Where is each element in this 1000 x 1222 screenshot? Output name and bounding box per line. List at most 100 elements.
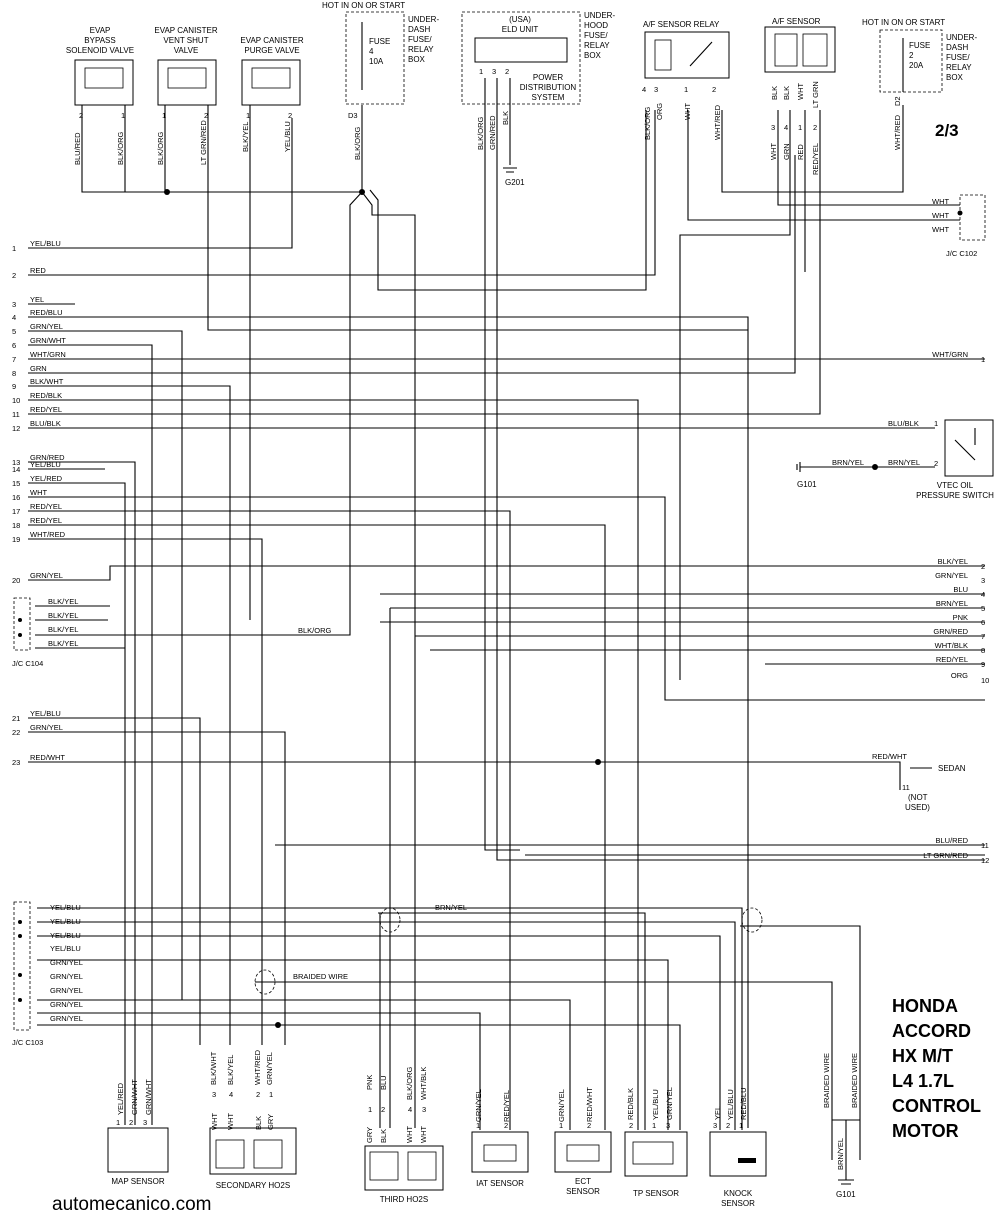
left-pin-number: 18 — [12, 521, 20, 530]
tp-sensor: 2 1 3 RED/BLK YEL/BLU GRN/YEL TP SENSOR — [624, 1087, 688, 1198]
svg-text:USED): USED) — [905, 803, 930, 812]
svg-text:3: 3 — [143, 1118, 147, 1127]
svg-text:GRN/YEL: GRN/YEL — [50, 1014, 83, 1023]
svg-text:KNOCK: KNOCK — [724, 1189, 753, 1198]
jc-c102: WHT WHT WHT J/C C102 — [932, 194, 986, 258]
fuse-4-box: HOT IN ON OR START UNDER- DASH FUSE/ REL… — [322, 1, 439, 160]
left-pin-wire-color: RED — [30, 266, 46, 275]
left-pin-number: 22 — [12, 728, 20, 737]
right-pin-number: 5 — [981, 604, 985, 613]
left-pin-wire-color: WHT — [30, 488, 47, 497]
svg-text:WHT/BLK: WHT/BLK — [419, 1067, 428, 1100]
svg-text:BLK/ORG: BLK/ORG — [643, 106, 652, 140]
svg-text:RED: RED — [796, 144, 805, 160]
svg-text:GRY: GRY — [365, 1127, 374, 1143]
svg-text:GRN/WHT: GRN/WHT — [130, 1079, 139, 1115]
iat-sensor: 1 2 GRN/YEL RED/YEL IAT SENSOR — [471, 1089, 529, 1188]
left-pin-wire-color: GRN/YEL — [30, 723, 63, 732]
svg-text:BRN/YEL: BRN/YEL — [435, 903, 467, 912]
svg-text:HX M/T: HX M/T — [892, 1046, 953, 1066]
svg-text:BLK/YEL: BLK/YEL — [48, 639, 78, 648]
svg-text:WHT: WHT — [683, 103, 692, 120]
svg-text:2: 2 — [79, 111, 83, 120]
svg-text:BLK/ORG: BLK/ORG — [116, 131, 125, 165]
svg-text:PNK: PNK — [365, 1075, 374, 1090]
svg-text:BLK/ORG: BLK/ORG — [476, 116, 485, 150]
page-number: 2/3 — [935, 121, 959, 140]
svg-text:BLK/ORG: BLK/ORG — [298, 626, 332, 635]
svg-text:POWER: POWER — [533, 73, 563, 82]
right-pin-number: 3 — [981, 576, 985, 585]
svg-text:4: 4 — [229, 1090, 233, 1099]
svg-text:J/C C103: J/C C103 — [12, 1038, 43, 1047]
right-pin-wire-color: PNK — [953, 613, 968, 622]
left-pin-number: 7 — [12, 355, 16, 364]
vtec-oil-pressure-switch: BLU/BLK 1 2 BRN/YEL BRN/YEL G101 VTEC OI… — [796, 419, 994, 500]
svg-text:SYSTEM: SYSTEM — [532, 93, 565, 102]
right-pin-wire-color: BLU/RED — [935, 836, 968, 845]
svg-text:GRN/YEL: GRN/YEL — [50, 958, 83, 967]
svg-text:3: 3 — [422, 1105, 426, 1114]
vehicle-title: HONDA ACCORD HX M/T L4 1.7L CONTROL MOTO… — [892, 996, 981, 1141]
left-pin-wire-color: YEL/RED — [30, 474, 63, 483]
left-pin-number: 6 — [12, 341, 16, 350]
jc-c104: BLK/YEL BLK/YEL BLK/YEL BLK/YEL BLK/ORG … — [12, 597, 332, 668]
svg-text:EVAP CANISTER: EVAP CANISTER — [240, 36, 304, 45]
svg-text:SECONDARY HO2S: SECONDARY HO2S — [216, 1181, 290, 1190]
svg-text:RED/YEL: RED/YEL — [502, 1090, 511, 1122]
svg-text:D3: D3 — [348, 111, 358, 120]
svg-text:1: 1 — [559, 1121, 563, 1130]
svg-text:4: 4 — [642, 85, 646, 94]
svg-text:WHT: WHT — [796, 83, 805, 100]
svg-text:SENSOR: SENSOR — [566, 1187, 600, 1196]
right-pin-number: 1 — [981, 355, 985, 364]
svg-text:TP SENSOR: TP SENSOR — [633, 1189, 679, 1198]
svg-text:GRN/YEL: GRN/YEL — [50, 1000, 83, 1009]
svg-text:GRN/YEL: GRN/YEL — [50, 972, 83, 981]
right-pin-wire-color: BRN/YEL — [936, 599, 968, 608]
svg-text:CONTROL: CONTROL — [892, 1096, 981, 1116]
svg-text:BLU/BLK: BLU/BLK — [888, 419, 919, 428]
right-pin-wire-color: RED/YEL — [936, 655, 968, 664]
left-pin-number: 15 — [12, 479, 20, 488]
svg-text:BLU: BLU — [379, 1075, 388, 1090]
svg-text:YEL/BLU: YEL/BLU — [283, 121, 292, 152]
svg-text:YEL/BLU: YEL/BLU — [50, 931, 81, 940]
right-pin-number: 2 — [981, 562, 985, 571]
af-sensor-relay: A/F SENSOR RELAY 4 3 1 2 BLK/ORG ORG WHT… — [642, 20, 730, 140]
svg-text:BLU/RED: BLU/RED — [73, 132, 82, 165]
svg-text:J/C C104: J/C C104 — [12, 659, 43, 668]
svg-text:1: 1 — [476, 1121, 480, 1130]
svg-text:UNDER-: UNDER- — [584, 11, 615, 20]
svg-text:RED/BLU: RED/BLU — [739, 1087, 748, 1120]
svg-text:1: 1 — [479, 67, 483, 76]
svg-text:4: 4 — [369, 47, 374, 56]
left-pin-number: 4 — [12, 313, 16, 322]
right-pin-number: 4 — [981, 590, 985, 599]
secondary-ho2s: BLK/WHT BLK/YEL WHT/RED GRN/YEL 3 4 2 1 … — [209, 1049, 297, 1190]
svg-text:PURGE VALVE: PURGE VALVE — [244, 46, 299, 55]
svg-text:3: 3 — [771, 123, 775, 132]
svg-text:FUSE: FUSE — [909, 41, 930, 50]
left-pin-wire-color: YEL/BLU — [30, 239, 61, 248]
svg-text:(NOT: (NOT — [908, 793, 928, 802]
svg-text:BLK/WHT: BLK/WHT — [209, 1051, 218, 1085]
svg-text:WHT: WHT — [932, 225, 949, 234]
svg-text:2: 2 — [813, 123, 817, 132]
svg-text:GRN/YEL: GRN/YEL — [50, 986, 83, 995]
left-pin-wire-color: GRN/RED — [30, 453, 65, 462]
svg-text:HONDA: HONDA — [892, 996, 958, 1016]
svg-text:GRN/YEL: GRN/YEL — [557, 1089, 566, 1122]
svg-text:GRN: GRN — [782, 143, 791, 160]
svg-text:1: 1 — [368, 1105, 372, 1114]
svg-text:VALVE: VALVE — [174, 46, 199, 55]
svg-text:2: 2 — [909, 51, 914, 60]
svg-text:DISTRIBUTION: DISTRIBUTION — [520, 83, 577, 92]
right-pin-number: 12 — [981, 856, 989, 865]
svg-text:1: 1 — [934, 419, 938, 428]
left-pin-wire-color: RED/YEL — [30, 516, 62, 525]
svg-text:1: 1 — [162, 111, 166, 120]
svg-text:2: 2 — [288, 111, 292, 120]
svg-text:2: 2 — [381, 1105, 385, 1114]
svg-text:GRN/WHT: GRN/WHT — [144, 1079, 153, 1115]
